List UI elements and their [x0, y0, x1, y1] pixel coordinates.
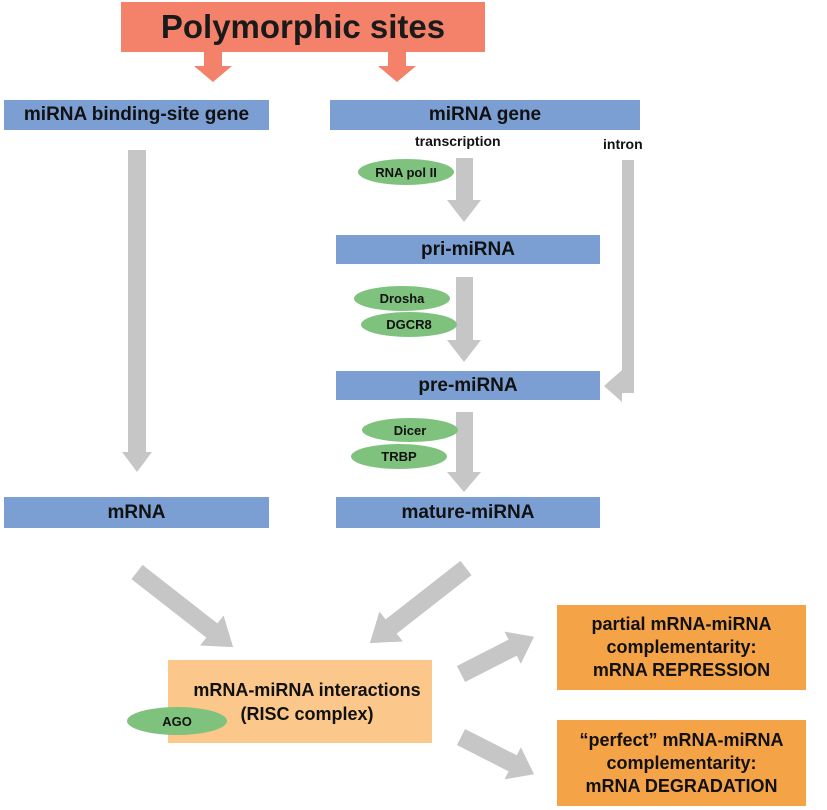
- enzyme-drosha: Drosha: [354, 286, 450, 311]
- node-mirna-gene: miRNA gene: [330, 100, 640, 130]
- arrow-gene-to-mrna: [122, 150, 152, 472]
- node-pre-mirna: pre-miRNA: [336, 371, 600, 400]
- arrow-mrna-to-interaction: [131, 564, 234, 648]
- repression-line-1: partial mRNA-miRNA: [591, 614, 772, 634]
- interaction-line-1: mRNA-miRNA interactions: [193, 679, 421, 700]
- title-arrow-right: [378, 52, 416, 82]
- enzyme-ago: AGO: [127, 707, 227, 735]
- degradation-line-2: complementarity:: [606, 752, 757, 773]
- degradation-line-1: “perfect” mRNA-miRNA: [579, 729, 784, 750]
- arrow-mature-to-interaction: [369, 560, 472, 644]
- enzyme-trbp: TRBP: [351, 444, 447, 469]
- enzyme-dgcr8: DGCR8: [361, 312, 457, 337]
- arrow-pri-to-pre: [447, 277, 481, 362]
- label-transcription: transcription: [415, 133, 501, 149]
- outcome-degradation: “perfect” mRNA-miRNA complementarity: mR…: [557, 720, 806, 806]
- repression-line-2: complementarity:: [606, 637, 757, 657]
- label-intron: intron: [603, 136, 643, 152]
- arrow-to-repression: [456, 631, 535, 683]
- enzyme-rna-pol-ii: RNA pol II: [358, 159, 454, 185]
- node-mrna: mRNA: [4, 497, 269, 528]
- node-pri-mirna: pri-miRNA: [336, 235, 600, 264]
- node-mature-mirna: mature-miRNA: [336, 497, 600, 528]
- arrow-gene-to-pri: [447, 158, 481, 222]
- node-binding-site-gene: miRNA binding-site gene: [4, 100, 269, 130]
- enzyme-dicer: Dicer: [362, 418, 458, 442]
- repression-line-3: mRNA REPRESSION: [592, 660, 771, 680]
- arrow-pre-to-mature: [447, 412, 481, 492]
- arrow-intron: [604, 160, 634, 402]
- degradation-line-3: mRNA DEGRADATION: [585, 775, 778, 796]
- arrow-to-degradation: [456, 728, 535, 780]
- interaction-line-2: (RISC complex): [240, 703, 374, 724]
- polymorphic-sites-title: Polymorphic sites: [121, 2, 485, 52]
- outcome-repression: partial mRNA-miRNA complementarity: mRNA…: [557, 605, 806, 690]
- title-arrow-left: [194, 52, 232, 82]
